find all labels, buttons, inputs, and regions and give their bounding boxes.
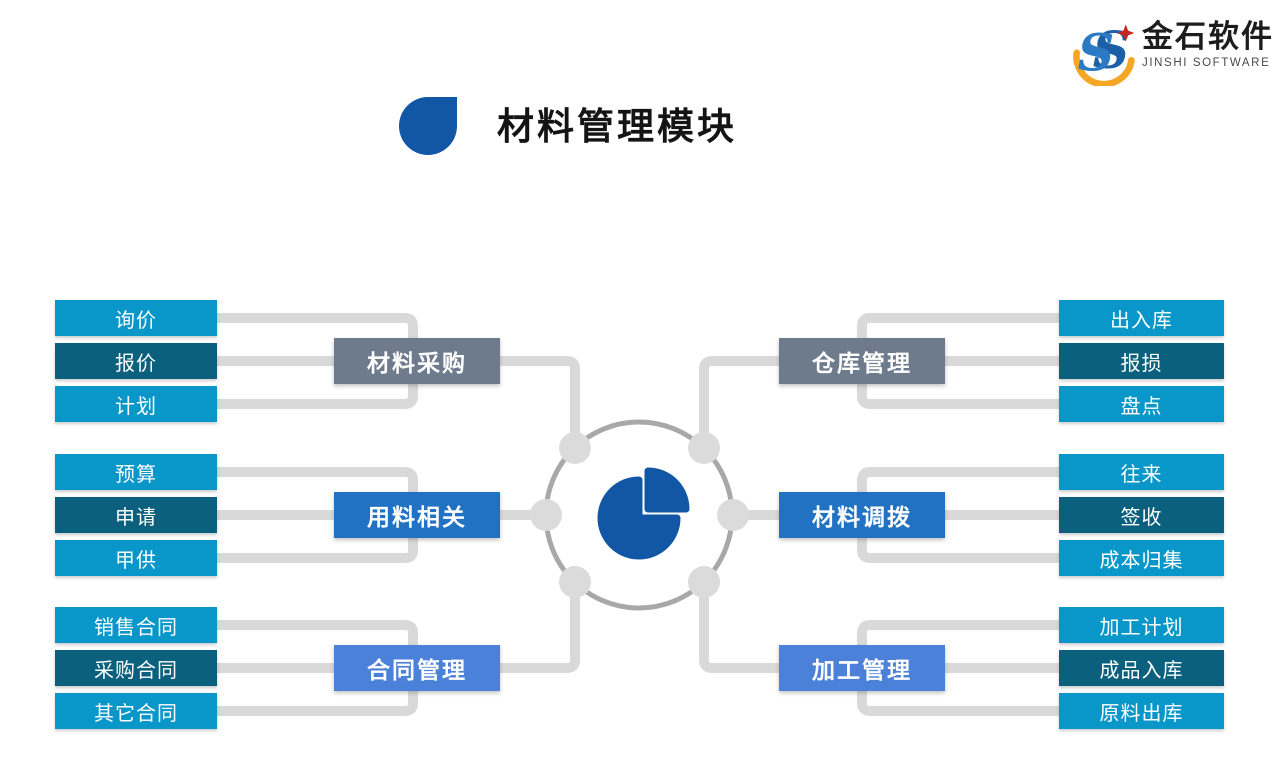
module-item: 往来 [1059,454,1224,490]
hub-processing-management: 加工管理 [779,645,945,691]
module-item: 甲供 [55,540,217,576]
module-item: 其它合同 [55,693,217,729]
module-item: 出入库 [1059,300,1224,336]
jinshi-s-logo-icon: S S [1073,21,1135,86]
module-item: 采购合同 [55,650,217,686]
hub-warehouse-management: 仓库管理 [779,338,945,384]
module-item: 签收 [1059,497,1224,533]
module-item: 询价 [55,300,217,336]
hub-contract-management: 合同管理 [334,645,500,691]
logo-star-icon [1117,24,1135,42]
module-item: 销售合同 [55,607,217,643]
hub-material-usage: 用料相关 [334,492,500,538]
hub-material-procurement: 材料采购 [334,338,500,384]
module-item: 申请 [55,497,217,533]
brand-text: 金石软件 JINSHI SOFTWARE [1142,12,1274,70]
module-item: 计划 [55,386,217,422]
module-item: 盘点 [1059,386,1224,422]
brand-logo: S S 金石软件 JINSHI SOFTWARE [1072,12,1274,86]
module-item: 加工计划 [1059,607,1224,643]
pie-chart-icon [597,467,690,560]
module-item: 成品入库 [1059,650,1224,686]
module-item: 原料出库 [1059,693,1224,729]
connector-node-dots [530,432,749,598]
hub-material-transfer: 材料调拨 [779,492,945,538]
module-item: 成本归集 [1059,540,1224,576]
logo-letter-front: S [1078,24,1115,84]
brand-name: 金石软件 [1142,19,1274,54]
brand-subtitle: JINSHI SOFTWARE [1142,57,1271,69]
module-item: 报价 [55,343,217,379]
module-item: 预算 [55,454,217,490]
page-title: 材料管理模块 [497,106,737,147]
drop-icon [399,97,457,155]
module-item: 报损 [1059,343,1224,379]
